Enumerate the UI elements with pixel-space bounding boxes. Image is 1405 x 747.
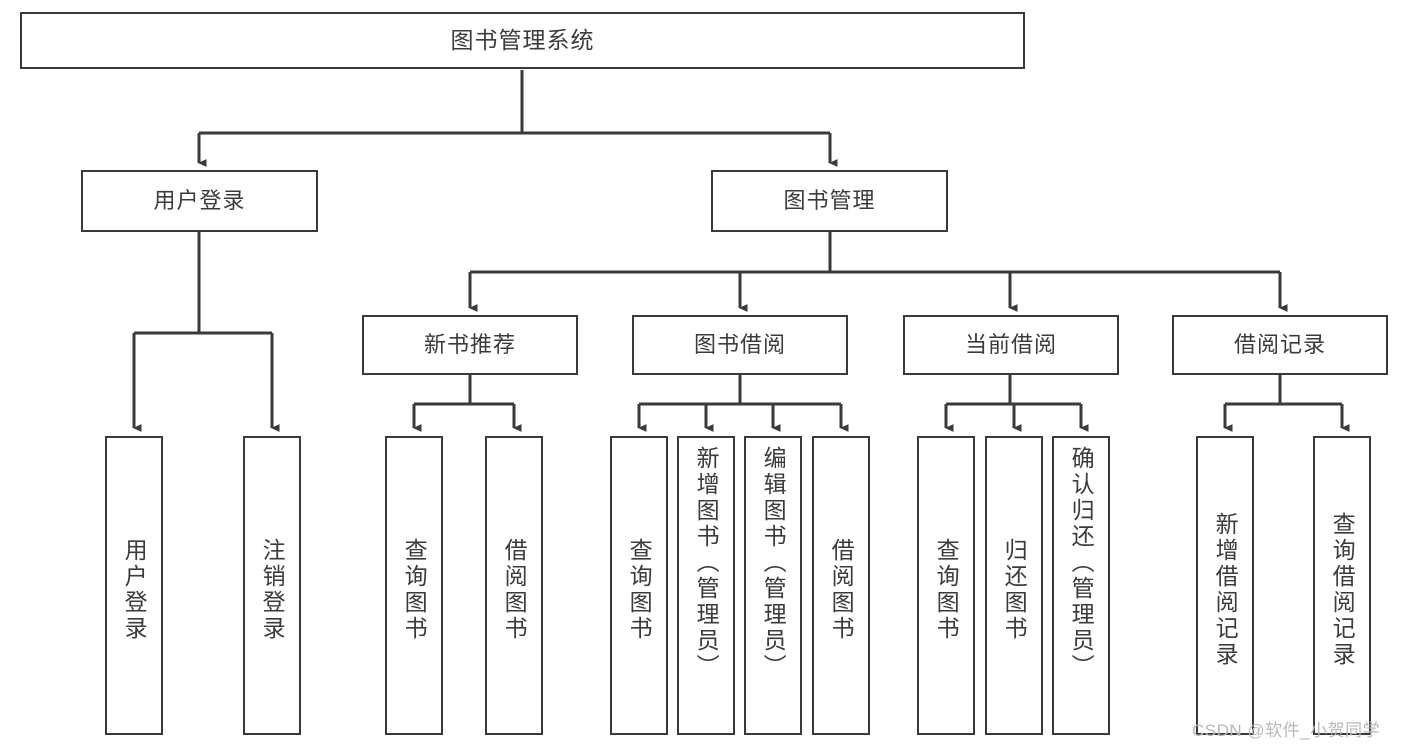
node-label: 注销登录 xyxy=(259,537,286,642)
node-label: 当前借阅 xyxy=(964,331,1057,357)
node-root-book-management-system[interactable]: 图书管理系统 xyxy=(20,12,1025,69)
node-borrow-record[interactable]: 借阅记录 xyxy=(1172,315,1388,375)
node-label: 查询图书 xyxy=(933,537,960,642)
leaf-borrow-book[interactable]: 借阅图书 xyxy=(812,436,870,735)
leaf-edit-book-admin[interactable]: 编辑图书（管理员） xyxy=(744,436,802,735)
node-label: 归还图书 xyxy=(1001,537,1028,642)
leaf-query-borrow-record[interactable]: 查询借阅记录 xyxy=(1313,436,1371,735)
node-label: 图书借阅 xyxy=(693,331,786,357)
node-user-login[interactable]: 用户登录 xyxy=(81,170,318,232)
node-label: 新增图书（管理员） xyxy=(693,446,720,680)
node-book-management[interactable]: 图书管理 xyxy=(711,170,948,232)
leaf-user-login[interactable]: 用户登录 xyxy=(105,436,163,735)
node-label: 确认归还（管理员） xyxy=(1068,446,1095,680)
node-new-book-recommend[interactable]: 新书推荐 xyxy=(362,315,578,375)
node-label: 查询图书 xyxy=(626,537,653,642)
node-current-borrow[interactable]: 当前借阅 xyxy=(903,315,1119,375)
leaf-logout-login[interactable]: 注销登录 xyxy=(243,436,301,735)
leaf-add-borrow-record[interactable]: 新增借阅记录 xyxy=(1196,436,1254,735)
node-label: 借阅图书 xyxy=(501,537,528,642)
leaf-confirm-return-admin[interactable]: 确认归还（管理员） xyxy=(1052,436,1110,735)
node-label: 图书管理系统 xyxy=(450,26,595,53)
leaf-query-book-current[interactable]: 查询图书 xyxy=(917,436,975,735)
node-label: 借阅图书 xyxy=(828,537,855,642)
node-label: 新增借阅记录 xyxy=(1212,511,1239,668)
leaf-return-book[interactable]: 归还图书 xyxy=(985,436,1043,735)
node-label: 查询借阅记录 xyxy=(1329,511,1356,668)
leaf-add-book-admin[interactable]: 新增图书（管理员） xyxy=(677,436,735,735)
leaf-query-book-recommend[interactable]: 查询图书 xyxy=(385,436,443,735)
node-book-borrow[interactable]: 图书借阅 xyxy=(632,315,848,375)
node-label: 查询图书 xyxy=(401,537,428,642)
node-label: 用户登录 xyxy=(153,187,246,213)
node-label: 新书推荐 xyxy=(423,331,516,357)
leaf-query-book-borrow[interactable]: 查询图书 xyxy=(610,436,668,735)
node-label: 编辑图书（管理员） xyxy=(760,446,787,680)
node-label: 图书管理 xyxy=(783,187,876,213)
leaf-borrow-book-recommend[interactable]: 借阅图书 xyxy=(485,436,543,735)
node-label: 借阅记录 xyxy=(1233,331,1326,357)
node-label: 用户登录 xyxy=(121,537,148,642)
